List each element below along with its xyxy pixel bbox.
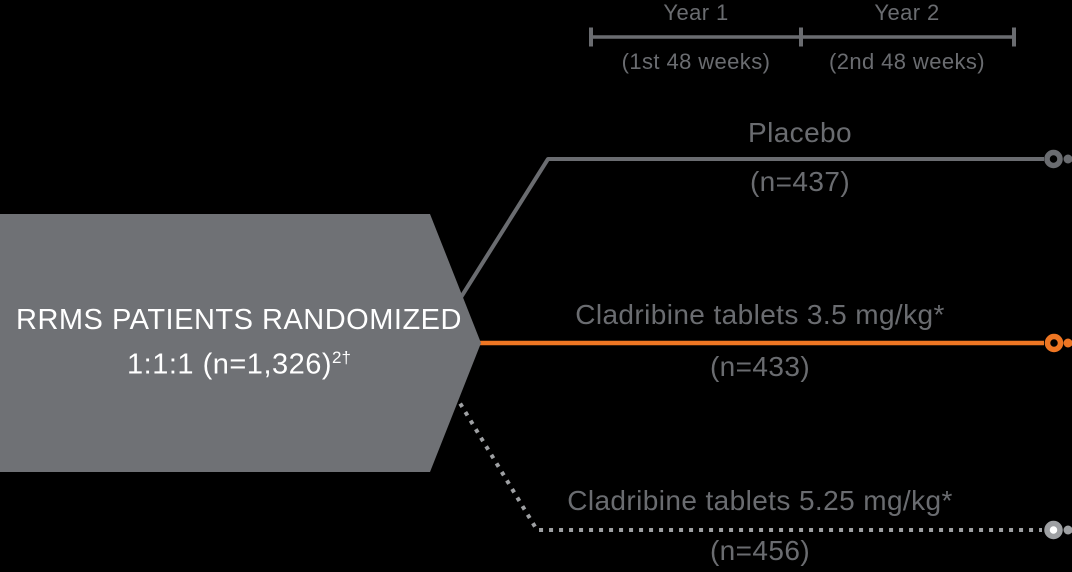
randomized-box-reference: 2† [332,348,351,367]
cladribine-5-25-arm-label: Cladribine tablets 5.25 mg/kg* [567,485,953,516]
randomized-box-line1: RRMS PATIENTS RANDOMIZED [16,304,462,336]
placebo-branch-path [456,157,1044,304]
cladribine-3-5-arm-line [468,333,1072,353]
randomized-box-line2: 1:1:1 (n=1,326)2† [0,339,478,384]
cladribine-3-5-arm-n: (n=433) [709,351,811,382]
cladribine-5-25-arm-n: (n=456) [709,535,811,566]
year-2-label: Year 2 [874,0,940,25]
cladribine-3-5-end-dot-icon [1063,338,1072,348]
placebo-arm-line [456,149,1072,304]
randomized-box-line2-text: 1:1:1 (n=1,326) [127,348,333,381]
year-1-sublabel: (1st 48 weeks) [621,49,771,74]
randomized-arrow-shape [0,214,481,472]
placebo-arm-label: Placebo [748,117,852,148]
cladribine-5-25-end-ring-icon [1044,520,1063,540]
cladribine-5-25-end-dot-icon [1063,525,1072,535]
cladribine-3-5-arm-label: Cladribine tablets 3.5 mg/kg* [575,299,945,330]
year-2-sublabel: (2nd 48 weeks) [828,49,985,74]
placebo-arm-n: (n=437) [749,166,851,197]
cladribine-5-25-branch-path [453,393,1042,532]
randomized-box-text: RRMS PATIENTS RANDOMIZED 1:1:1 (n=1,326)… [0,301,478,384]
cladribine-5-25-arm-line [453,393,1072,540]
placebo-end-ring-icon [1044,149,1063,169]
placebo-end-dot-icon [1063,154,1072,164]
cladribine-3-5-end-ring-icon [1044,333,1064,353]
year-1-label: Year 1 [663,0,729,25]
timeline-bracket [589,27,1016,47]
